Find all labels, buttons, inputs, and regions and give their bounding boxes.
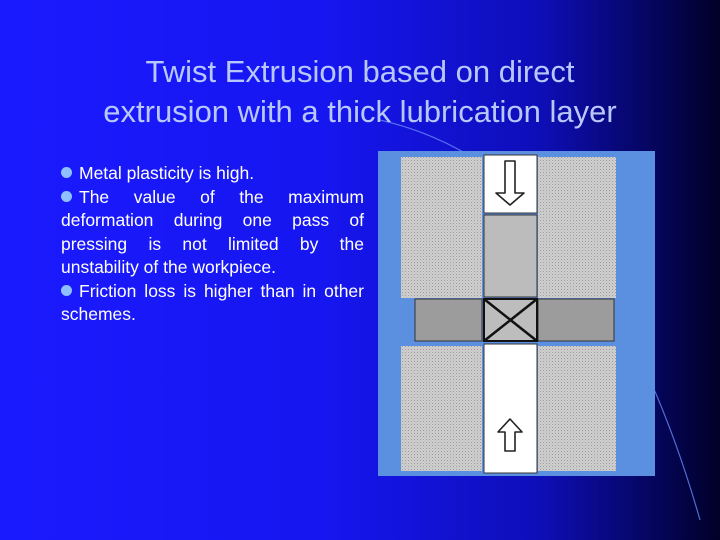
workpiece bbox=[483, 214, 538, 298]
bullet-dot-icon bbox=[61, 190, 72, 202]
bullet-text: The value of the maximum deformation dur… bbox=[61, 186, 364, 278]
twist-extrusion-diagram bbox=[378, 151, 655, 476]
bullet-text: Metal plasticity is high. bbox=[79, 163, 255, 183]
die-block-bottom-right bbox=[538, 346, 616, 471]
slide-title: Twist Extrusion based on direct extrusio… bbox=[30, 52, 690, 132]
slide-title-line-2: extrusion with a thick lubrication layer bbox=[103, 94, 617, 129]
left-side-channel bbox=[414, 298, 483, 342]
right-side-channel bbox=[537, 298, 615, 342]
arrow-up-icon bbox=[497, 418, 523, 452]
arrow-down-icon bbox=[495, 160, 525, 206]
bullet-list: Metal plasticity is high. The value of t… bbox=[61, 162, 364, 327]
x-cross-icon bbox=[483, 298, 538, 342]
die-block-bottom-left bbox=[401, 346, 482, 471]
bullet-item: Metal plasticity is high. bbox=[61, 162, 364, 186]
die-block-top-right bbox=[538, 157, 616, 298]
bullet-item: The value of the maximum deformation dur… bbox=[61, 186, 364, 280]
slide-title-line-1: Twist Extrusion based on direct bbox=[145, 54, 575, 89]
lower-channel bbox=[483, 343, 538, 474]
die-block-top-left bbox=[401, 157, 482, 298]
bullet-dot-icon bbox=[61, 167, 72, 178]
bullet-dot-icon bbox=[61, 284, 72, 296]
bullet-item: Friction loss is higher than in other sc… bbox=[61, 280, 364, 327]
bullet-text: Friction loss is higher than in other sc… bbox=[61, 280, 364, 325]
